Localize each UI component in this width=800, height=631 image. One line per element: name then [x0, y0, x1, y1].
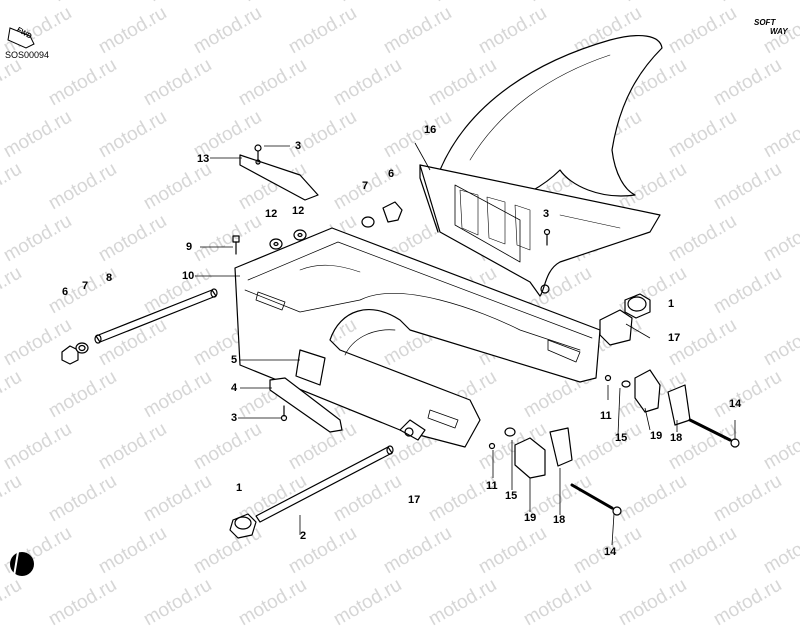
cap-upper [361, 201, 403, 228]
callout-10: 10 [182, 270, 195, 282]
pivot-shaft [94, 288, 218, 344]
lower-guide [269, 377, 343, 433]
bolt-nine [232, 235, 240, 255]
leader-lines [195, 142, 736, 546]
callout-1: 1 [668, 298, 675, 310]
rear-mudguard [419, 35, 663, 297]
callout-14: 14 [604, 546, 617, 558]
chain-guide [239, 144, 319, 201]
brand-line-1: SOFT [754, 18, 776, 27]
brand-logo: SOFT WAY [754, 18, 788, 36]
callout-15: 15 [615, 432, 628, 444]
callout-6: 6 [388, 168, 395, 180]
brand-line-2: WAY [770, 27, 788, 36]
callout-17: 17 [668, 332, 681, 344]
exploded-parts-drawing [7, 27, 740, 577]
callout-18: 18 [670, 432, 683, 444]
callout-8: 8 [106, 272, 113, 284]
diagram-code: SOS00094 [5, 50, 50, 60]
callout-12: 12 [265, 208, 278, 220]
callout-3: 3 [231, 412, 238, 424]
callout-5: 5 [231, 354, 238, 366]
callout-18: 18 [553, 514, 566, 526]
swing-arm [234, 227, 601, 448]
callout-9: 9 [186, 241, 193, 253]
callout-15: 15 [505, 490, 518, 502]
callout-11: 11 [600, 410, 612, 422]
callout-2: 2 [300, 530, 307, 542]
callout-12: 12 [292, 205, 305, 217]
bushing-right [624, 293, 651, 319]
callout-3: 3 [295, 140, 302, 152]
callout-7: 7 [362, 180, 369, 192]
callout-6: 6 [62, 286, 69, 298]
chain-adjuster-upper [599, 309, 740, 448]
callout-19: 19 [524, 512, 537, 524]
callout-1: 1 [236, 482, 243, 494]
pivot-cap-left [61, 342, 89, 365]
mudguard-screw [543, 228, 551, 246]
callout-3: 3 [543, 208, 550, 220]
corner-mark-icon [10, 551, 34, 577]
forward-arrow-icon [7, 27, 35, 49]
callout-16: 16 [424, 124, 437, 136]
callout-13: 13 [197, 153, 210, 165]
chain-adjuster-lower [488, 427, 622, 516]
callout-4: 4 [231, 382, 238, 394]
washers [269, 229, 307, 250]
callout-17: 17 [408, 494, 421, 506]
callout-7: 7 [82, 280, 89, 292]
callout-14: 14 [729, 398, 742, 410]
callout-11: 11 [486, 480, 498, 492]
callout-19: 19 [650, 430, 663, 442]
reflector-plate [295, 349, 326, 386]
rear-axle [229, 445, 394, 539]
